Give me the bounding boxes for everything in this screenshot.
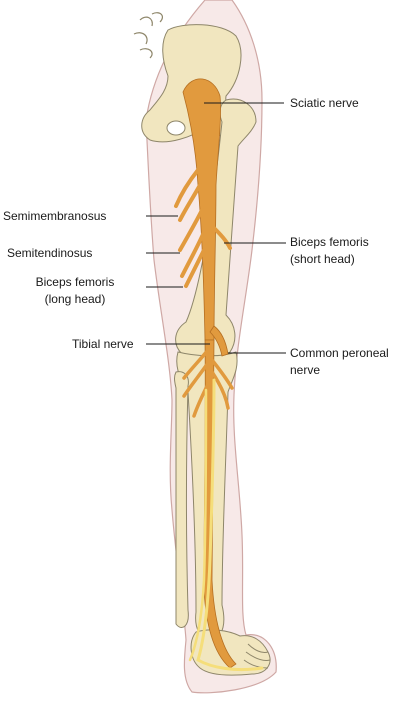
common-peroneal-nerve-path: [209, 325, 229, 357]
label-sciatic-nerve: Sciatic nerve: [290, 96, 359, 110]
leader-lines: [146, 102, 286, 354]
sural-nerve-2: [188, 388, 208, 662]
sacrum-fragments: [133, 12, 164, 59]
obturator-foramen: [166, 120, 186, 136]
sural-nerve: [196, 378, 264, 672]
label-biceps-femoris-short-1: Biceps femoris: [290, 235, 369, 249]
toe-bones: [243, 643, 271, 669]
fibula-bone: [174, 371, 189, 628]
label-tibial-nerve: Tibial nerve: [72, 337, 134, 351]
hamstring-branches: [174, 168, 232, 288]
label-common-peroneal-1: Common peroneal: [290, 346, 389, 360]
label-semitendinosus: Semitendinosus: [7, 246, 93, 260]
label-biceps-femoris-long-1: Biceps femoris: [35, 275, 115, 289]
label-common-peroneal-2: nerve: [290, 363, 321, 377]
calf-branches: [182, 348, 234, 418]
label-biceps-femoris-long-2: (long head): [44, 292, 106, 306]
label-biceps-femoris-short-2: (short head): [290, 252, 355, 266]
label-semimembranosus: Semimembranosus: [3, 209, 107, 223]
